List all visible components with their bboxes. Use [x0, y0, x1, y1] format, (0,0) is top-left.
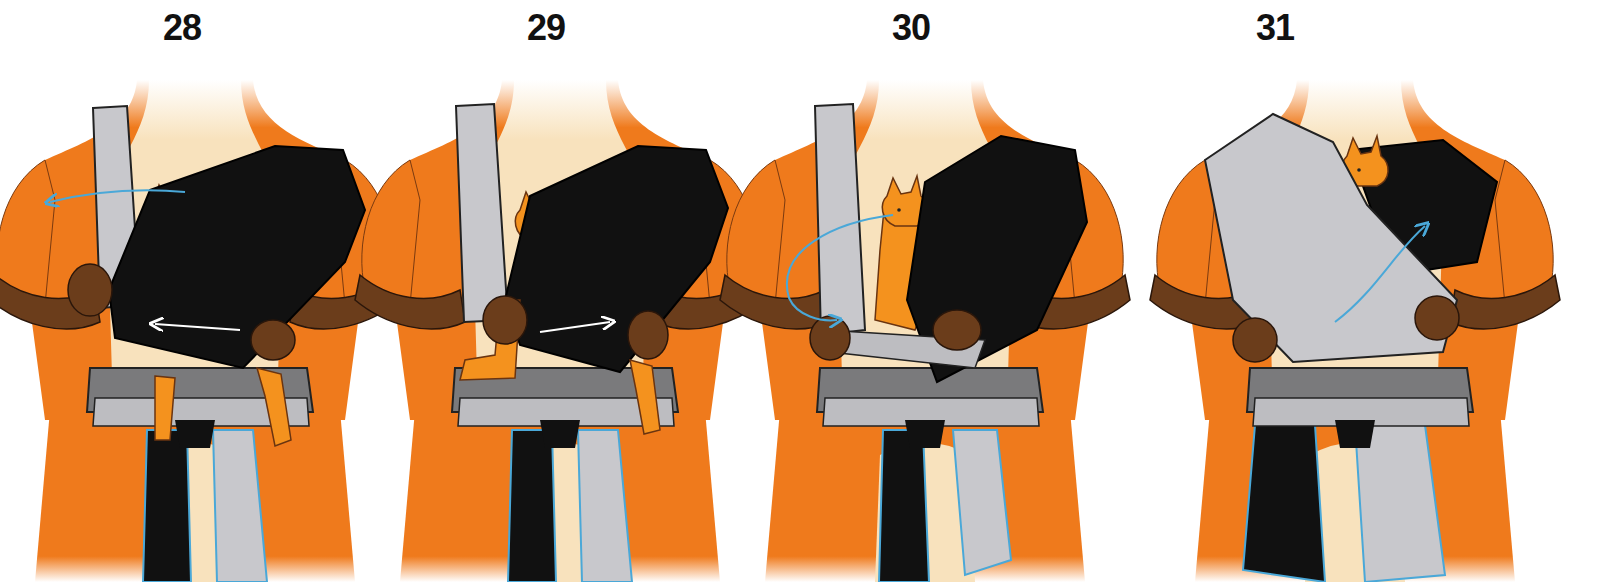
hand: [933, 310, 981, 350]
wearer: [0, 80, 400, 582]
motion-arrow: [540, 322, 610, 332]
step-31-illustration: [1150, 80, 1560, 582]
wrap-tail-black: [508, 430, 556, 582]
hand: [1233, 318, 1277, 362]
wrap-black: [505, 146, 728, 372]
step-number: 31: [1256, 8, 1294, 48]
motion-arrow: [1335, 226, 1425, 322]
wearer: [355, 80, 765, 582]
wrap-black: [109, 146, 365, 368]
wrap-tail-grey: [953, 430, 1011, 575]
shoulder-pass: [815, 104, 865, 335]
wrap-tail-grey: [213, 430, 267, 582]
baby-leg: [630, 360, 660, 434]
motion-arrow: [155, 324, 240, 330]
waist: [87, 368, 313, 448]
baby-leg: [155, 376, 175, 440]
step-number: 29: [527, 8, 565, 48]
hand: [68, 264, 112, 316]
wrap-tail-grey: [578, 430, 632, 582]
hand: [251, 320, 295, 360]
wearer: [1150, 80, 1560, 582]
step-28-illustration: [0, 80, 400, 582]
waist: [817, 368, 1043, 448]
hand: [1415, 296, 1459, 340]
motion-arrow: [50, 190, 185, 202]
wrap-tail-black: [1243, 425, 1325, 582]
motion-arrow: [787, 215, 893, 320]
wrap-tail-grey: [1355, 425, 1445, 582]
hand: [628, 311, 668, 359]
step-30-illustration: [720, 80, 1130, 582]
shoulder-pass: [456, 104, 508, 322]
wrap-tail-black: [879, 430, 929, 582]
wearer: [720, 80, 1130, 582]
step-number: 28: [163, 8, 201, 48]
waist: [1247, 368, 1473, 448]
hand: [810, 316, 850, 360]
baby-leg: [257, 368, 291, 446]
step-number: 30: [892, 8, 930, 48]
wrap-tail-black: [143, 430, 191, 582]
hand: [483, 296, 527, 344]
step-29-illustration: [355, 80, 765, 582]
